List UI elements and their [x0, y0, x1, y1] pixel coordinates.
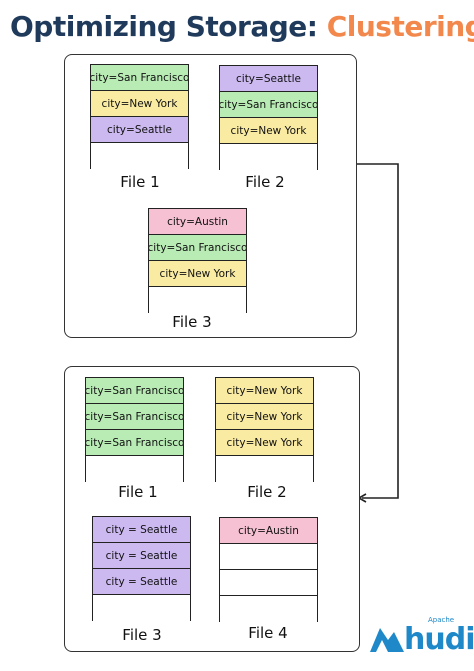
record-row: city=Seattle — [91, 117, 188, 143]
empty-row — [220, 596, 317, 622]
record-row: city=New York — [149, 261, 246, 287]
title-part-1: Optimizing Storage: — [10, 10, 318, 43]
after-file-4-label: File 4 — [248, 624, 288, 642]
record-row: city=New York — [216, 378, 313, 404]
page-title: Optimizing Storage: Clustering — [10, 10, 474, 43]
record-row: city=Seattle — [220, 66, 317, 92]
record-row: city=New York — [216, 430, 313, 456]
hudi-bird-icon — [370, 628, 404, 652]
after-file-2-label: File 2 — [247, 483, 287, 501]
empty-row — [149, 287, 246, 313]
apache-hudi-logo: Apache hudi — [366, 616, 474, 660]
record-row: city = Seattle — [93, 517, 190, 543]
record-row: city=San Francisco — [149, 235, 246, 261]
record-row: city = Seattle — [93, 543, 190, 569]
record-row: city = Seattle — [93, 569, 190, 595]
logo-small-text: Apache — [428, 616, 455, 624]
title-part-2: Clustering — [326, 10, 474, 43]
record-row: city=New York — [220, 118, 317, 144]
record-row: city=San Francisco — [86, 404, 183, 430]
empty-row — [216, 456, 313, 482]
before-file-3-label: File 3 — [172, 313, 212, 331]
record-row: city=San Francisco — [86, 378, 183, 404]
logo-big-text: hudi — [404, 622, 474, 657]
record-row: city=San Francisco — [220, 92, 317, 118]
record-row: city=San Francisco — [86, 430, 183, 456]
empty-row — [220, 570, 317, 596]
after-file-1-label: File 1 — [118, 483, 158, 501]
before-file-1-label: File 1 — [120, 173, 160, 191]
empty-row — [220, 544, 317, 570]
after-file-4: city=Austin — [219, 517, 318, 622]
record-row: city=New York — [91, 91, 188, 117]
record-row: city=New York — [216, 404, 313, 430]
record-row: city=Austin — [149, 209, 246, 235]
record-row: city=San Francisco — [91, 65, 188, 91]
after-file-3-label: File 3 — [122, 626, 162, 644]
before-file-2-label: File 2 — [245, 173, 285, 191]
record-row: city=Austin — [220, 518, 317, 544]
empty-row — [93, 595, 190, 621]
empty-row — [91, 143, 188, 169]
empty-row — [86, 456, 183, 482]
empty-row — [220, 144, 317, 170]
